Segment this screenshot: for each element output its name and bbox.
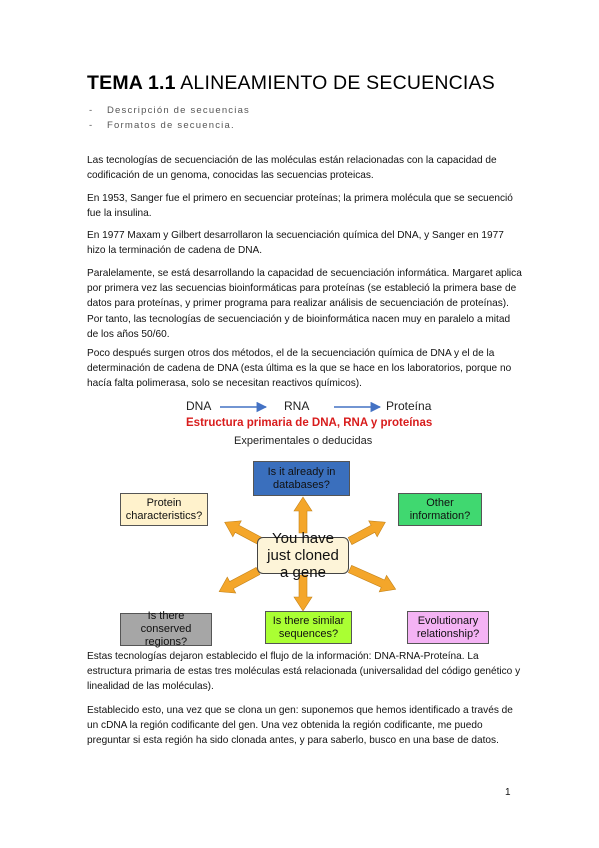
arrow-upper-left — [224, 520, 263, 545]
arrow-upper-right — [347, 520, 386, 545]
box-other-information: Other information? — [398, 493, 482, 526]
box-similar-sequences: Is there similar sequences? — [265, 611, 352, 644]
paragraph-4: Paralelamente, se está desarrollando la … — [87, 268, 522, 340]
paragraph-3: En 1977 Maxam y Gilbert desarrollaron la… — [87, 230, 504, 257]
flow-dna: DNA — [186, 399, 212, 413]
paragraph-2: En 1953, Sanger fue el primero en secuen… — [87, 193, 513, 220]
arrow-lower-right — [347, 564, 397, 593]
box-cloned-gene: You have just cloned a gene — [257, 530, 349, 581]
dash-icon: - — [89, 120, 94, 131]
box-protein-characteristics: Protein characteristics? — [120, 493, 208, 526]
box-evolutionary-relationship: Evolutionary relationship? — [407, 611, 489, 644]
title-text: ALINEAMIENTO DE SECUENCIAS — [180, 72, 495, 94]
title-number: TEMA 1.1 — [87, 72, 176, 94]
paragraph-7: Establecido esto, una vez que se clona u… — [87, 705, 513, 747]
paragraph-5: Poco después surgen otros dos métodos, e… — [87, 348, 512, 390]
arrow-down — [293, 574, 313, 612]
diagram-subtitle: Experimentales o deducidas — [234, 435, 373, 447]
flow-rna: RNA — [284, 399, 310, 413]
dash-icon: - — [89, 105, 94, 116]
topic-list: -Descripción de secuencias -Formatos de … — [89, 103, 250, 133]
paragraph-6: Estas tecnologías dejaron establecido el… — [87, 651, 521, 693]
box-databases: Is it already in databases? — [253, 461, 350, 496]
paragraph-1: Las tecnologías de secuenciación de las … — [87, 155, 497, 182]
box-conserved-regions: Is there conserved regions? — [120, 610, 212, 648]
page-number: 1 — [505, 787, 511, 798]
list-item: -Descripción de secuencias — [89, 105, 251, 116]
arrow-lower-left — [218, 567, 261, 594]
diagram-arrows — [218, 401, 397, 612]
flow-protein: Proteína — [386, 399, 432, 413]
document-title: TEMA 1.1 ALINEAMIENTO DE SECUENCIAS — [87, 72, 495, 95]
gene-cloning-diagram: DNA RNA Proteína Estructura primaria de … — [110, 397, 500, 649]
arrow-up — [293, 496, 313, 534]
diagram-subtitle-red: Estructura primaria de DNA, RNA y proteí… — [186, 417, 433, 429]
list-item: -Formatos de secuencia. — [89, 120, 235, 131]
